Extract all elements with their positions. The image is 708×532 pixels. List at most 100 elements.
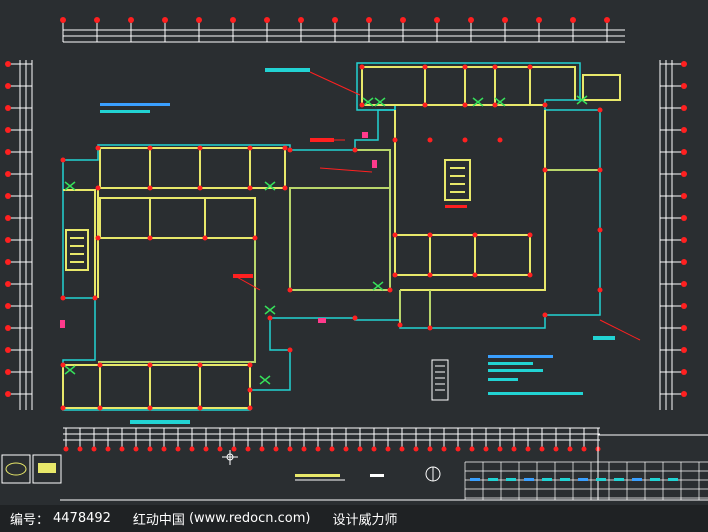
column-marker	[597, 167, 603, 173]
grid-bubble	[5, 193, 11, 199]
grid-bubble	[175, 446, 181, 452]
column-marker	[197, 185, 203, 191]
grid-bubble	[357, 446, 363, 452]
grid-bubble	[497, 446, 503, 452]
column-marker	[252, 235, 258, 241]
column-marker	[427, 325, 433, 331]
column-marker	[267, 315, 273, 321]
grid-bubble	[681, 303, 687, 309]
grid-bubble	[5, 171, 11, 177]
grid-bubble	[264, 17, 270, 23]
grid-bubble	[483, 446, 489, 452]
left-dimension-band	[19, 60, 33, 410]
column-marker	[197, 405, 203, 411]
grid-bubble	[203, 446, 209, 452]
grid-bubble	[329, 446, 335, 452]
grid-bubble	[469, 446, 475, 452]
grid-bubble	[681, 215, 687, 221]
grid-bubble	[259, 446, 265, 452]
right-grid-bubbles	[660, 61, 687, 397]
column-marker	[352, 147, 358, 153]
grid-bubble	[681, 193, 687, 199]
title-text-mark	[542, 478, 552, 481]
grid-bubble	[366, 17, 372, 23]
column-marker	[352, 315, 358, 321]
top-dimension-band	[63, 29, 625, 43]
north-arrow-icon	[425, 466, 441, 482]
grid-bubble	[570, 17, 576, 23]
grid-bubble	[502, 17, 508, 23]
column-marker	[472, 232, 478, 238]
crosshair-marker	[222, 450, 238, 465]
slogan: 设计威力师	[332, 513, 398, 528]
title-text-mark	[596, 478, 606, 481]
grid-bubble	[91, 446, 97, 452]
title-text-mark	[506, 478, 516, 481]
grid-bubble	[217, 446, 223, 452]
stair-left	[65, 229, 89, 271]
grid-bubble	[105, 446, 111, 452]
column-marker	[462, 102, 468, 108]
grid-bubble	[400, 17, 406, 23]
grid-bubble	[5, 281, 11, 287]
site-url: (www.redocn.com)	[188, 511, 311, 526]
leader-lines	[234, 71, 641, 341]
title-text-mark	[470, 478, 480, 481]
column-marker	[462, 64, 468, 70]
grid-bubble	[5, 259, 11, 265]
grid-bubble	[539, 446, 545, 452]
bottom-grid-bubbles	[63, 428, 601, 452]
door-marker	[374, 97, 386, 107]
grid-bubble	[681, 391, 687, 397]
grid-bubble	[5, 61, 11, 67]
grid-bubble	[5, 347, 11, 353]
door-marker	[264, 181, 276, 191]
stair-core	[444, 159, 471, 201]
column-marker	[247, 362, 253, 368]
watermark-footer: 编号： 4478492 红动中国 (www.redocn.com) 设计威力师	[0, 505, 708, 532]
title-text-mark	[650, 478, 660, 481]
grid-bubble	[525, 446, 531, 452]
grid-bubble	[189, 446, 195, 452]
grid-bubble	[128, 17, 134, 23]
column-marker	[60, 295, 66, 301]
grid-bubble	[536, 17, 542, 23]
grid-bubble	[681, 347, 687, 353]
grid-bubble	[133, 446, 139, 452]
grid-bubble	[399, 446, 405, 452]
grid-bubble	[681, 171, 687, 177]
column-marker	[392, 272, 398, 278]
grid-bubble	[681, 127, 687, 133]
title-text-mark	[524, 478, 534, 481]
grid-bubble	[681, 281, 687, 287]
grid-bubble	[315, 446, 321, 452]
column-marker	[92, 295, 98, 301]
grid-bubble	[511, 446, 517, 452]
column-marker	[287, 287, 293, 293]
column-marker	[202, 235, 208, 241]
grid-bubble	[119, 446, 125, 452]
column-markers	[60, 64, 603, 411]
grid-bubble	[5, 83, 11, 89]
column-marker	[542, 102, 548, 108]
grid-bubble	[681, 325, 687, 331]
grid-bubble	[604, 17, 610, 23]
site-name: 红动中国	[132, 513, 185, 528]
door-marker	[362, 97, 374, 107]
column-marker	[359, 102, 365, 108]
column-marker	[60, 362, 66, 368]
column-marker	[427, 137, 433, 143]
annotation-blocks	[100, 68, 615, 424]
grid-bubble	[371, 446, 377, 452]
door-marker	[372, 281, 384, 291]
grid-bubble	[5, 303, 11, 309]
left-grid-bubbles	[5, 61, 32, 397]
floor-plan-drawing	[1, 17, 708, 501]
grid-bubble	[287, 446, 293, 452]
grid-bubble	[343, 446, 349, 452]
stair-right	[582, 74, 621, 101]
grid-bubble	[567, 446, 573, 452]
column-marker	[527, 64, 533, 70]
cad-drawing-viewport	[1, 17, 708, 501]
column-marker	[97, 362, 103, 368]
